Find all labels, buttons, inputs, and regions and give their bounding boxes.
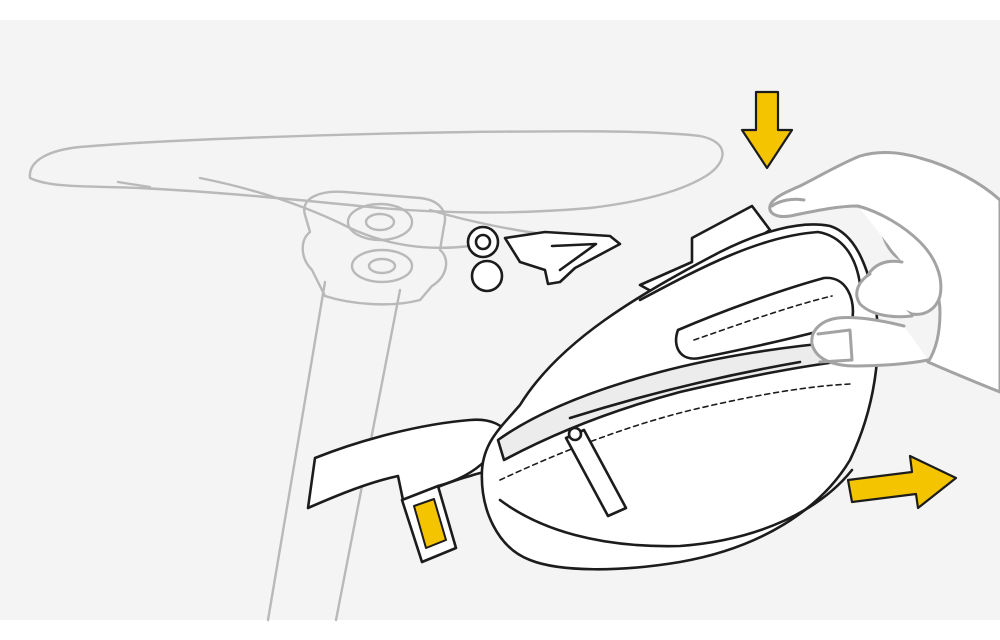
clamp-bolt-upper <box>346 202 414 242</box>
bracket-knob-upper-cap <box>474 233 492 251</box>
saddle-mount-bracket <box>466 225 622 293</box>
seatpost-clamp-body <box>301 190 448 306</box>
bag-zipper-line <box>568 360 802 420</box>
arrow-down-icon <box>740 90 794 170</box>
clamp-bolt-lower <box>350 248 414 284</box>
clamp-bolt-upper-inner <box>364 212 396 232</box>
bag-stitch-side <box>499 383 851 481</box>
finger-nail <box>770 197 806 208</box>
bracket-knob-upper <box>466 225 500 259</box>
hand-palm <box>768 150 1000 394</box>
seatpost-left-edge <box>266 280 327 622</box>
zipper-pull-ring <box>567 426 583 442</box>
saddle-shell <box>28 130 724 214</box>
bag-bottom-edge <box>498 468 854 548</box>
bag-stitch-top <box>693 295 833 341</box>
bracket-knob-lower <box>470 259 504 293</box>
thumb-nail <box>816 328 854 364</box>
saddle-edge <box>116 180 152 189</box>
bracket-slot <box>550 242 598 272</box>
bag-top-panel <box>638 230 862 302</box>
top-band <box>0 0 1000 20</box>
arrow-right-icon <box>846 454 958 510</box>
velcro-strap <box>306 418 514 564</box>
bottom-band <box>0 620 1000 640</box>
hand <box>768 150 1000 394</box>
buckle-pad <box>413 498 447 549</box>
saddle-bag <box>480 204 880 571</box>
clamp-bolt-lower-inner <box>367 257 397 275</box>
hand-finger-middle <box>855 272 914 319</box>
